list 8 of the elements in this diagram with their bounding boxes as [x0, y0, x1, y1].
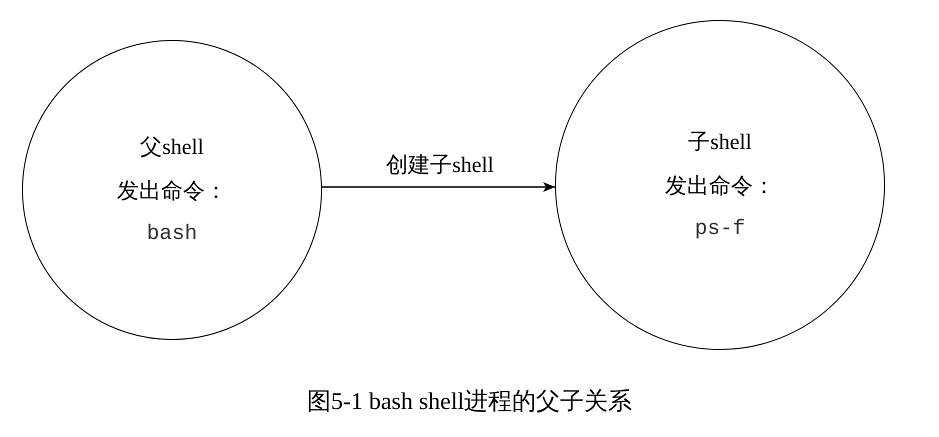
- arrow: [322, 182, 555, 192]
- command-label: 发出命令：: [117, 180, 227, 202]
- caption: 图5-1 bash shell进程的父子关系: [306, 390, 634, 414]
- command-label: 发出命令：: [665, 174, 775, 196]
- command-text: bash: [146, 224, 198, 244]
- command-text: ps-f: [694, 218, 746, 240]
- process-title: 父shell: [140, 136, 204, 158]
- process-title: 子shell: [688, 130, 752, 152]
